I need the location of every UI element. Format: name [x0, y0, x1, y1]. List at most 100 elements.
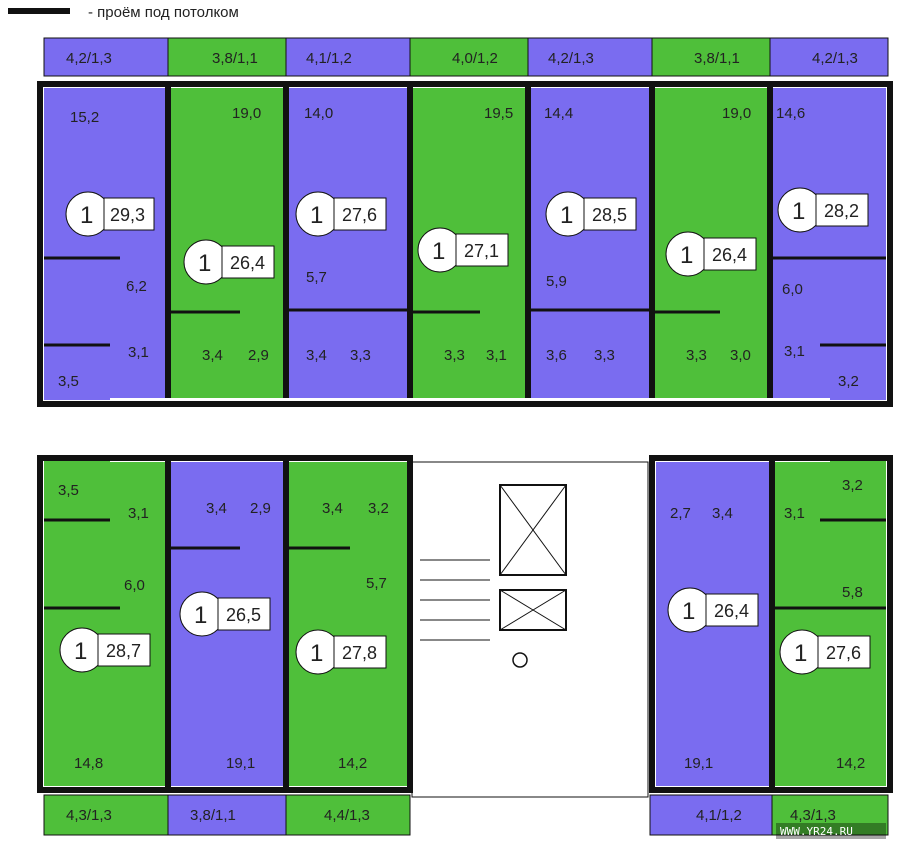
balconies-bottom: 4,3/1,3 3,8/1,1 4,4/1,3 4,1/1,2 4,3/1,3 — [43, 794, 889, 836]
kitchen-area: 6,2 — [126, 278, 147, 295]
balcony-label: 3,8/1,1 — [694, 50, 740, 67]
kitchen-area: 5,8 — [842, 584, 863, 601]
room-count: 1 — [74, 638, 87, 665]
total-area: 27,8 — [342, 643, 377, 663]
hall-area: 3,2 — [368, 500, 389, 517]
apt-1: 1 29,3 15,2 6,2 3,1 3,5 — [58, 109, 155, 390]
bath-area: 3,5 — [58, 373, 79, 390]
bath-area: 3,3 — [444, 347, 465, 364]
hall-area: 2,7 — [670, 505, 691, 522]
hall-area: 3,1 — [784, 505, 805, 522]
balcony-label: 4,1/1,2 — [696, 807, 742, 824]
room-count: 1 — [310, 640, 323, 667]
bath-area: 3,3 — [686, 347, 707, 364]
total-area: 27,1 — [464, 241, 499, 261]
kitchen-area: 6,0 — [124, 577, 145, 594]
room-count: 1 — [680, 242, 693, 269]
hall-area: 2,9 — [250, 500, 271, 517]
hall-area: 3,1 — [128, 505, 149, 522]
balcony-label: 4,1/1,2 — [306, 50, 352, 67]
living-area: 14,4 — [544, 105, 573, 122]
room-count: 1 — [682, 598, 695, 625]
apt-6: 1 26,4 19,0 3,3 3,0 — [665, 105, 757, 364]
balcony-label: 4,4/1,3 — [324, 807, 370, 824]
hall-area: 3,4 — [306, 347, 327, 364]
living-area: 15,2 — [70, 109, 99, 126]
walls — [37, 81, 893, 793]
bath-area: 3,2 — [838, 373, 859, 390]
balcony-label: 4,2/1,3 — [812, 50, 858, 67]
living-area: 14,6 — [776, 105, 805, 122]
hall-area: 3,1 — [486, 347, 507, 364]
hall-area: 3,1 — [784, 343, 805, 360]
apt-11: 1 26,4 19,1 2,7 3,4 — [667, 505, 759, 772]
living-area: 14,8 — [74, 755, 103, 772]
bath-area: 3,3 — [594, 347, 615, 364]
total-area: 28,5 — [592, 205, 627, 225]
apt-3: 1 27,6 14,0 5,7 3,4 3,3 — [295, 105, 387, 364]
bath-area: 3,4 — [712, 505, 733, 522]
room-count: 1 — [560, 202, 573, 229]
room-count: 1 — [194, 602, 207, 629]
apt-4: 1 27,1 19,5 3,3 3,1 — [417, 105, 513, 364]
apt-5: 1 28,5 14,4 5,9 3,6 3,3 — [544, 105, 637, 364]
apt-10: 1 27,8 14,2 5,7 3,2 3,4 — [295, 500, 389, 772]
balcony-label: 4,2/1,3 — [66, 50, 112, 67]
balconies-top: 4,2/1,3 3,8/1,1 4,1/1,2 4,0/1,2 4,2/1,3 … — [43, 37, 889, 77]
room-count: 1 — [198, 250, 211, 277]
kitchen-area: 5,9 — [546, 273, 567, 290]
apt-12: 1 27,6 14,2 5,8 3,1 3,2 — [779, 477, 871, 772]
total-area: 26,4 — [712, 245, 747, 265]
living-area: 14,2 — [338, 755, 367, 772]
total-area: 28,2 — [824, 201, 859, 221]
total-area: 27,6 — [342, 205, 377, 225]
living-area: 14,2 — [836, 755, 865, 772]
bath-area: 3,4 — [202, 347, 223, 364]
room-count: 1 — [792, 198, 805, 225]
kitchen-area: 6,0 — [782, 281, 803, 298]
balcony-label: 3,8/1,1 — [212, 50, 258, 67]
balcony-label: 4,2/1,3 — [548, 50, 594, 67]
living-area: 19,0 — [722, 105, 751, 122]
balcony-label: 4,3/1,3 — [790, 807, 836, 824]
kitchen-area: 5,7 — [366, 575, 387, 592]
total-area: 27,6 — [826, 643, 861, 663]
living-area: 19,1 — [684, 755, 713, 772]
living-area: 19,5 — [484, 105, 513, 122]
living-area: 19,0 — [232, 105, 261, 122]
living-area: 14,0 — [304, 105, 333, 122]
hall-area: 3,6 — [546, 347, 567, 364]
room-count: 1 — [794, 640, 807, 667]
living-area: 19,1 — [226, 755, 255, 772]
total-area: 26,4 — [230, 253, 265, 273]
bath-area: 3,5 — [58, 482, 79, 499]
hall-area: 3,0 — [730, 347, 751, 364]
room-count: 1 — [432, 238, 445, 265]
legend-swatch — [8, 8, 70, 14]
watermark: WWW.YR24.RU — [780, 825, 853, 838]
legend-text: - проём под потолком — [88, 4, 239, 21]
balcony-label: 4,3/1,3 — [66, 807, 112, 824]
apt-9: 1 26,5 19,1 3,4 2,9 — [179, 500, 271, 772]
apt-7: 1 28,2 14,6 6,0 3,1 3,2 — [776, 105, 869, 390]
room-count: 1 — [310, 202, 323, 229]
bath-area: 3,4 — [322, 500, 343, 517]
balcony-label: 3,8/1,1 — [190, 807, 236, 824]
total-area: 29,3 — [110, 205, 145, 225]
total-area: 26,5 — [226, 605, 261, 625]
hall-area: 3,1 — [128, 344, 149, 361]
total-area: 26,4 — [714, 601, 749, 621]
room-count: 1 — [80, 202, 93, 229]
bath-area: 3,4 — [206, 500, 227, 517]
apt-2: 1 26,4 19,0 3,4 2,9 — [183, 105, 275, 364]
apt-8: 1 28,7 14,8 6,0 3,1 3,5 — [58, 482, 151, 772]
bath-area: 3,2 — [842, 477, 863, 494]
hall-area: 2,9 — [248, 347, 269, 364]
watermark-bg — [776, 823, 886, 839]
corridor — [110, 398, 830, 462]
kitchen-area: 5,7 — [306, 269, 327, 286]
bath-area: 3,3 — [350, 347, 371, 364]
total-area: 28,7 — [106, 641, 141, 661]
balcony-label: 4,0/1,2 — [452, 50, 498, 67]
